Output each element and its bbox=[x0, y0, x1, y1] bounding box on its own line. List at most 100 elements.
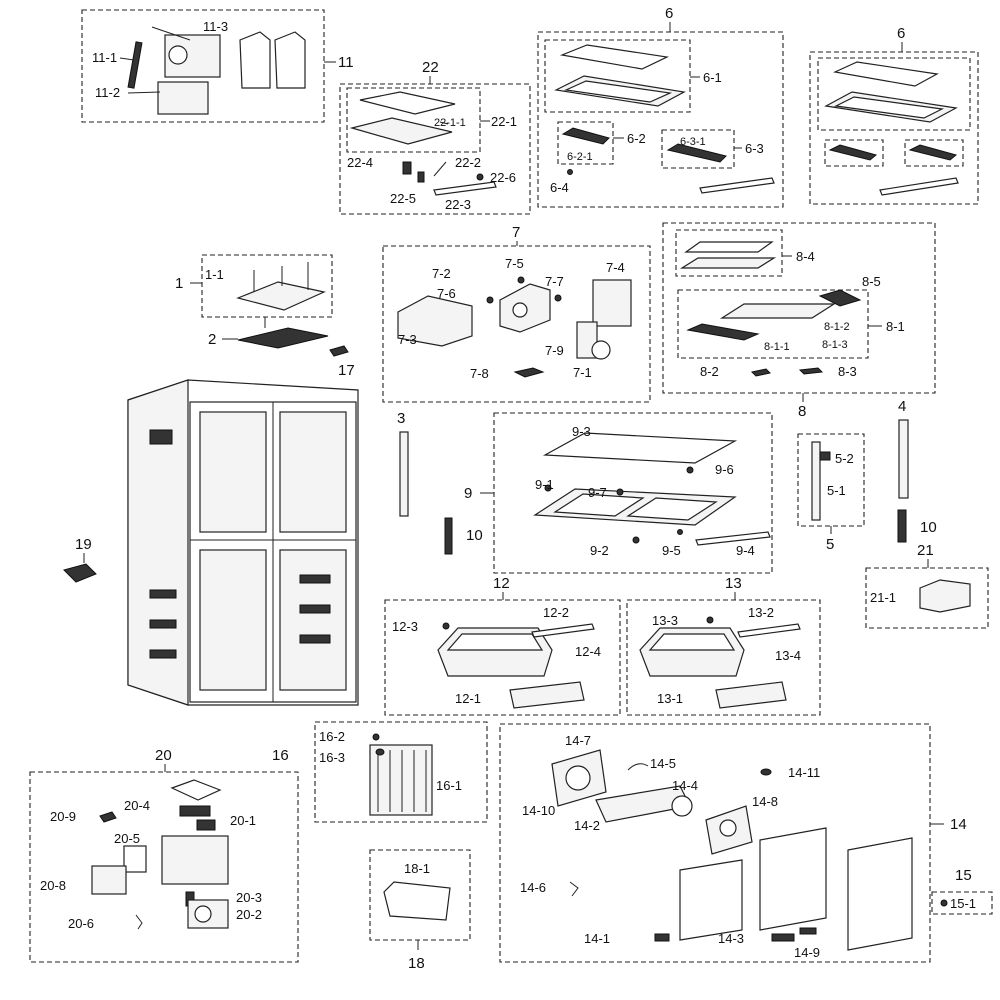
part-6-right-frame-inner bbox=[833, 96, 945, 119]
label-11-3: 11-3 bbox=[203, 19, 228, 34]
label-3: 3 bbox=[397, 410, 405, 427]
group-6-left-box bbox=[537, 31, 784, 208]
label-20-5: 20-5 bbox=[114, 831, 140, 846]
part-13-3 bbox=[706, 616, 714, 624]
label-14-9: 14-9 bbox=[794, 945, 820, 960]
part-9-3 bbox=[542, 432, 738, 464]
group-21-box bbox=[865, 567, 989, 629]
part-20-housing bbox=[161, 835, 229, 885]
part-11-1 bbox=[127, 41, 143, 89]
group-6-3-box bbox=[661, 129, 735, 169]
label-7-6: 7-6 bbox=[437, 286, 456, 301]
cabinet-side-rail-2 bbox=[149, 619, 177, 629]
group-22: 22 22-1-1 22-1 22-4 22-2 22-6 22-5 22-3 bbox=[339, 59, 531, 215]
label-20-2: 20-2 bbox=[236, 907, 262, 922]
part-11-cover-a bbox=[239, 31, 271, 89]
group-15-box bbox=[931, 891, 993, 915]
part-12-3 bbox=[442, 622, 450, 630]
group-9: 9-3 9-1 9-7 9-6 9-2 9-5 9-4 9 bbox=[464, 412, 773, 574]
part-10-right bbox=[897, 509, 907, 543]
label-12: 12 bbox=[493, 575, 510, 592]
label-16: 16 bbox=[272, 747, 289, 764]
part-7-3 bbox=[397, 295, 473, 347]
label-9-1: 9-1 bbox=[535, 477, 554, 492]
label-20-6: 20-6 bbox=[68, 916, 94, 931]
cabinet-rail-3 bbox=[299, 634, 331, 644]
label-14-5: 14-5 bbox=[650, 756, 676, 771]
label-7-7: 7-7 bbox=[545, 274, 564, 289]
label-9-6: 9-6 bbox=[715, 462, 734, 477]
part-4 bbox=[898, 419, 909, 499]
label-4: 4 bbox=[898, 398, 906, 415]
part-22-1-glass bbox=[359, 91, 456, 115]
group-11-box bbox=[81, 9, 325, 123]
part-11-3-gear bbox=[168, 45, 188, 65]
part-6-3 bbox=[666, 143, 727, 163]
part-19 bbox=[63, 563, 97, 583]
part-7-6 bbox=[486, 296, 494, 304]
part-13-bin-inner bbox=[648, 633, 736, 651]
part-21-1 bbox=[919, 579, 971, 613]
cabinet-side-rail-3 bbox=[149, 649, 177, 659]
label-6-1: 6-1 bbox=[703, 70, 722, 85]
part-3 bbox=[399, 431, 409, 517]
group-19: 19 bbox=[63, 536, 97, 583]
group-18: 18-1 18 bbox=[369, 849, 471, 972]
label-12-2: 12-2 bbox=[543, 605, 569, 620]
group-8-box bbox=[662, 222, 936, 394]
label-14-11: 14-11 bbox=[788, 765, 820, 780]
part-7-4 bbox=[592, 279, 632, 327]
freezer-right-compartment bbox=[279, 549, 347, 691]
group-6-right: 6 bbox=[809, 25, 979, 205]
group-14-box bbox=[499, 723, 931, 963]
label-22-3: 22-3 bbox=[445, 197, 471, 212]
label-8-1-3: 8-1-3 bbox=[822, 339, 848, 351]
group-6-right-hinge-l-box bbox=[824, 139, 884, 167]
cabinet-rail-2 bbox=[299, 604, 331, 614]
label-18: 18 bbox=[408, 955, 425, 972]
label-14-1: 14-1 bbox=[584, 931, 610, 946]
label-7-1: 7-1 bbox=[573, 365, 592, 380]
part-13-1 bbox=[715, 681, 787, 709]
label-8-1-2: 8-1-2 bbox=[824, 321, 850, 333]
part-22-2 bbox=[433, 161, 447, 177]
label-18-1: 18-1 bbox=[404, 861, 430, 876]
part-5-2 bbox=[819, 451, 831, 461]
label-6-3-1: 6-3-1 bbox=[680, 136, 706, 148]
label-13-1: 13-1 bbox=[657, 691, 683, 706]
label-8-5: 8-5 bbox=[862, 274, 881, 289]
label-7-5: 7-5 bbox=[505, 256, 524, 271]
part-15-1 bbox=[940, 899, 948, 907]
label-6-left: 6 bbox=[665, 5, 673, 22]
label-20-4: 20-4 bbox=[124, 798, 150, 813]
label-9-4: 9-4 bbox=[736, 543, 755, 558]
part-22-6 bbox=[476, 173, 484, 181]
part-22-1-1 bbox=[349, 117, 453, 145]
label-21: 21 bbox=[917, 542, 934, 559]
part-8-1-1 bbox=[686, 323, 760, 341]
group-20: 20 20-4 20-9 20-1 20-5 20-8 20-3 20-2 20… bbox=[29, 747, 299, 963]
main-cabinet bbox=[127, 379, 359, 706]
group-18-box bbox=[369, 849, 471, 941]
part-9-2 bbox=[632, 536, 640, 544]
label-14-6: 14-6 bbox=[520, 880, 546, 895]
label-13-3: 13-3 bbox=[652, 613, 678, 628]
label-13-2: 13-2 bbox=[748, 605, 774, 620]
part-12-bin-inner bbox=[446, 633, 544, 651]
label-20-8: 20-8 bbox=[40, 878, 66, 893]
label-14-3: 14-3 bbox=[718, 931, 744, 946]
label-16-1: 16-1 bbox=[436, 778, 462, 793]
part-11-cover-b bbox=[274, 31, 306, 89]
part-12-1 bbox=[509, 681, 585, 709]
part-14-panel-c bbox=[847, 837, 913, 951]
part-6-4 bbox=[567, 169, 573, 175]
part-7-7 bbox=[554, 294, 562, 302]
label-16-2: 16-2 bbox=[319, 729, 345, 744]
part-6-1-frame-inner bbox=[563, 80, 673, 103]
part-13-2 bbox=[737, 623, 801, 638]
part-8-3 bbox=[798, 367, 824, 375]
freezer-left-compartment bbox=[199, 549, 267, 691]
label-9-3: 9-3 bbox=[572, 424, 591, 439]
part-16-1 bbox=[369, 744, 433, 816]
label-8: 8 bbox=[798, 403, 806, 420]
